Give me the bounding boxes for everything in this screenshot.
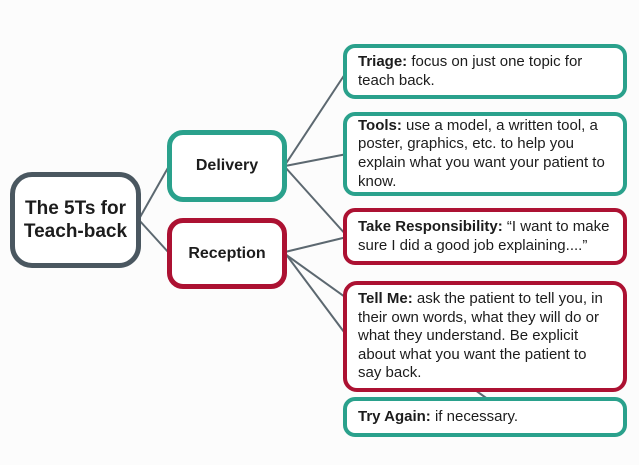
connector-root-reception [138, 219, 170, 254]
connector-delivery-take [284, 166, 348, 237]
connector-delivery-triage [284, 70, 348, 166]
connector-reception-tellme [284, 252, 348, 337]
connector-delivery-tools [284, 153, 348, 167]
leaf-box-take-responsibility: Take Responsibility: “I want to make sur… [343, 208, 627, 265]
leaf-triage-body: focus on just one topic for teach back. [358, 52, 583, 89]
root-label: The 5Ts for Teach-back [23, 197, 128, 242]
leaf-take-label: Take Responsibility: [358, 217, 503, 235]
leaf-tools-text: Tools: use a model, a written tool, a po… [358, 117, 612, 191]
root-box-5ts: The 5Ts for Teach-back [10, 172, 141, 268]
leaf-triage-label: Triage: [358, 52, 408, 70]
branch-delivery-label: Delivery [195, 157, 259, 174]
leaf-tryagain-label: Try Again: [358, 407, 431, 425]
leaf-tellme-label: Tell Me: [358, 290, 413, 308]
leaf-box-tell-me: Tell Me: ask the patient to tell you, in… [343, 281, 627, 392]
leaf-tools-label: Tools: [358, 116, 402, 134]
leaf-tools-body: use a model, a written tool, a poster, g… [358, 116, 605, 190]
leaf-take-text: Take Responsibility: “I want to make sur… [358, 218, 612, 255]
leaf-tellme-body: ask the patient to tell you, in their ow… [358, 290, 603, 382]
leaf-box-tools: Tools: use a model, a written tool, a po… [343, 112, 627, 196]
leaf-tryagain-body: if necessary. [430, 407, 519, 425]
branch-box-delivery: Delivery [167, 130, 287, 202]
connector-root-delivery [138, 165, 170, 220]
leaf-tryagain-text: Try Again: if necessary. [358, 408, 518, 427]
leaf-box-try-again: Try Again: if necessary. [343, 397, 627, 437]
leaf-take-body: “I want to make sure I did a good job ex… [358, 217, 610, 254]
branch-box-reception: Reception [167, 218, 287, 289]
leaf-triage-text: Triage: focus on just one topic for teac… [358, 53, 612, 90]
leaf-tellme-text: Tell Me: ask the patient to tell you, in… [358, 290, 612, 383]
connector-reception-take [284, 236, 348, 253]
leaf-box-triage: Triage: focus on just one topic for teac… [343, 44, 627, 99]
branch-reception-label: Reception [188, 244, 266, 262]
